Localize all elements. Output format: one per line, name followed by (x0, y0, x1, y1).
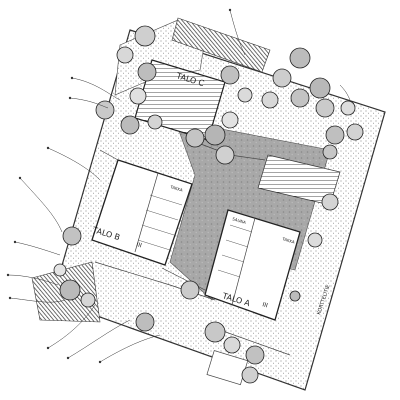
tree (220, 65, 240, 85)
tree (245, 345, 265, 365)
tree (215, 145, 235, 165)
tree (95, 100, 115, 120)
tree (59, 279, 81, 301)
tree (322, 144, 338, 160)
tree (53, 263, 67, 277)
talo-b-divider (134, 172, 159, 253)
tree (116, 46, 134, 64)
trees (53, 25, 364, 384)
tree (325, 125, 345, 145)
talo-b-room-grid (137, 194, 183, 251)
tree (180, 280, 200, 300)
tree (62, 226, 82, 246)
tree (137, 62, 157, 82)
tree (204, 124, 226, 146)
hatched-area-north (171, 17, 271, 73)
tree (147, 114, 163, 130)
talo-a-number: III (261, 301, 268, 309)
talo-a-annex-left: SAUNA (232, 216, 247, 225)
talo-a-annex-right: TAKKA (281, 236, 296, 245)
tree (309, 77, 331, 99)
tree (237, 87, 253, 103)
tree (315, 98, 335, 118)
tree (120, 115, 140, 135)
talo-a-outline (204, 209, 301, 321)
annotation-markers (6, 8, 232, 364)
talo-a-room-grid (217, 224, 253, 278)
tree (272, 68, 292, 88)
tree (204, 321, 226, 343)
building-talo-b: TALO B III TAKKA (90, 159, 193, 266)
tree (129, 87, 147, 105)
tree (340, 100, 356, 116)
tree (134, 25, 156, 47)
building-talo-a: TALO A III SAUNA TAKKA (204, 209, 301, 321)
talo-b-outline (91, 159, 193, 266)
tree (221, 111, 239, 129)
talo-b-annex-label: TAKKA (169, 184, 184, 193)
tree (346, 123, 364, 141)
tree (289, 47, 311, 69)
tree (290, 88, 310, 108)
tree (307, 232, 323, 248)
tree (289, 290, 301, 302)
tree (261, 91, 279, 109)
tree (223, 336, 241, 354)
tree (135, 312, 155, 332)
walkways (94, 139, 291, 386)
tree (321, 193, 339, 211)
talo-a-divider (231, 217, 256, 306)
tree (80, 292, 96, 308)
talo-b-number: III (135, 241, 142, 249)
tree (185, 128, 205, 148)
tree (241, 366, 259, 384)
annotation-leaders (7, 9, 351, 363)
